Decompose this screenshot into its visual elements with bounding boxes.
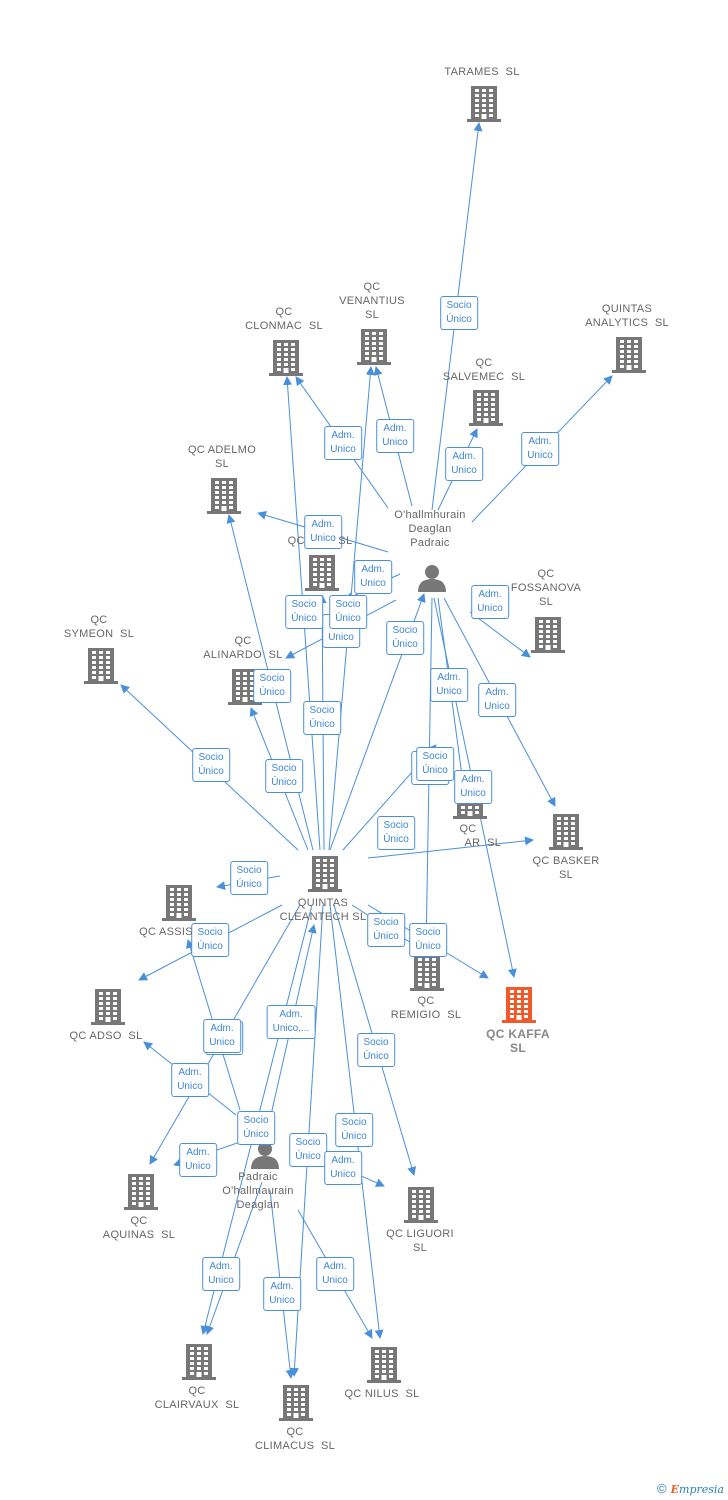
relation-badge: Socio Único — [253, 669, 291, 703]
relation-badge: Adm. Unico — [445, 447, 483, 481]
person-icon-ohallm1[interactable] — [418, 565, 446, 592]
brand-logo-text: mpresia — [679, 1483, 724, 1496]
building-icon-quintas_analytics[interactable] — [612, 337, 646, 373]
building-icon-adelmo[interactable] — [207, 478, 241, 514]
edge-quintas_cleantech-to-basker — [367, 836, 534, 859]
relation-badge: Adm. Unico — [316, 1257, 354, 1291]
relation-badge: Adm. Unico — [454, 770, 492, 804]
relation-badge: Socio Único — [357, 1033, 395, 1067]
node-label-padraic[interactable]: Padraic O'hallmaurain Deaglan — [222, 1171, 294, 1211]
building-icon-quintas_cleantech[interactable] — [308, 856, 342, 892]
building-icon-qc_hidden[interactable] — [305, 555, 339, 591]
building-icon-adso[interactable] — [91, 989, 125, 1025]
node-label-liguori[interactable]: QC LIGUORI SL — [386, 1228, 454, 1254]
node-label-ohallm1[interactable]: O'hallmhurain Deaglan Padraic — [394, 509, 466, 549]
relation-badge: Socio Único — [303, 701, 341, 735]
node-label-qc_hidden[interactable]: QC SL — [287, 535, 353, 547]
relation-badge: Socio Único — [416, 747, 454, 781]
building-icon-clairvaux[interactable] — [182, 1344, 216, 1380]
node-label-quintas_cleantech[interactable]: QUINTAS CLEANTECH SL — [279, 897, 367, 923]
node-label-clonmac[interactable]: QC CLONMAC SL — [245, 306, 323, 332]
relation-badge: Socio Único — [191, 923, 229, 957]
relation-badge: Adm. Unico — [171, 1063, 209, 1097]
empresia-footer: ©Empresia — [657, 1481, 724, 1496]
relation-badge: Socio Único — [409, 923, 447, 957]
building-icon-venantius[interactable] — [357, 329, 391, 365]
relation-badge: Adm. Unico — [430, 668, 468, 702]
relation-badge: Socio Único — [289, 1133, 327, 1167]
node-label-climacus[interactable]: QC CLIMACUS SL — [254, 1426, 336, 1452]
relation-badge: Socio Único — [329, 595, 367, 629]
building-icon-liguori[interactable] — [404, 1187, 438, 1223]
relation-badge: Adm. Unico — [324, 426, 362, 460]
building-icon-climacus[interactable] — [279, 1385, 313, 1421]
node-label-kaffa[interactable]: QC KAFFA SL — [486, 1027, 550, 1055]
building-icon-tarames[interactable] — [467, 86, 501, 122]
node-label-fossanova[interactable]: QC FOSSANOVA SL — [510, 568, 582, 608]
relation-badge: Adm. Unico — [478, 683, 516, 717]
building-icon-aquinas[interactable] — [124, 1174, 158, 1210]
relation-badge: Adm. Unico — [179, 1143, 217, 1177]
building-icon-nilus[interactable] — [367, 1347, 401, 1383]
node-label-symeon[interactable]: QC SYMEON SL — [63, 614, 135, 640]
building-icon-salvemec[interactable] — [469, 390, 503, 426]
relation-badge: Socio Único — [237, 1111, 275, 1145]
node-label-basker[interactable]: QC BASKER SL — [532, 855, 600, 881]
building-icon-basker[interactable] — [549, 814, 583, 850]
relation-badge: Socio Único — [367, 913, 405, 947]
relation-badge: Socio Único — [230, 861, 268, 895]
node-label-adso[interactable]: QC ADSO SL — [69, 1030, 143, 1042]
building-icon-assis[interactable] — [162, 885, 196, 921]
relation-badge: Socio Único — [440, 296, 478, 330]
building-icon-symeon[interactable] — [84, 648, 118, 684]
relation-badge: Adm. Unico — [324, 1151, 362, 1185]
building-icon-fossanova[interactable] — [531, 617, 565, 653]
node-label-venantius[interactable]: QC VENANTIUS SL — [339, 281, 405, 321]
relation-badge: Socio Único — [377, 816, 415, 850]
relation-badge: Socio Único — [285, 595, 323, 629]
relation-badge: Adm. Unico — [304, 515, 342, 549]
relation-badge: Adm. Unico — [263, 1277, 301, 1311]
copyright-icon: © — [657, 1481, 667, 1496]
node-label-alinardo[interactable]: QC ALINARDO SL — [203, 635, 283, 661]
person-icon-padraic[interactable] — [251, 1142, 279, 1169]
relation-badge: Socio Único — [386, 621, 424, 655]
relation-badge: Adm. Unico — [521, 432, 559, 466]
relation-badge: Adm. Unico — [471, 585, 509, 619]
brand-logo-e: E — [670, 1483, 680, 1496]
node-label-assis[interactable]: QC ASSIS — [139, 926, 193, 938]
relation-badge: Adm. Unico,... — [266, 1005, 316, 1039]
node-label-quintas_analytics[interactable]: QUINTAS ANALYTICS SL — [585, 303, 669, 329]
building-icon-kaffa[interactable] — [502, 987, 536, 1023]
relation-badge: Adm. Unico — [202, 1257, 240, 1291]
node-label-nilus[interactable]: QC NILUS SL — [344, 1388, 420, 1400]
relation-badge: Socio Único — [192, 748, 230, 782]
node-label-adelmo[interactable]: QC ADELMO SL — [187, 444, 257, 470]
relation-badge: Socio Único — [335, 1113, 373, 1147]
edge-ohallm1-to-fossanova — [469, 611, 531, 658]
node-label-clairvaux[interactable]: QC CLAIRVAUX SL — [154, 1385, 240, 1411]
node-label-tarames[interactable]: TARAMES SL — [444, 66, 520, 78]
node-label-qc_ar[interactable]: QC AR SL — [459, 823, 502, 849]
relation-badge: Adm. Unico — [354, 560, 392, 594]
relation-badge: Adm. Unico — [203, 1019, 241, 1053]
node-label-aquinas[interactable]: QC AQUINAS SL — [102, 1215, 176, 1241]
node-label-remigio[interactable]: QC REMIGIO SL — [390, 995, 462, 1021]
building-icon-remigio[interactable] — [410, 955, 444, 991]
relation-badge: Adm. Unico — [376, 419, 414, 453]
node-label-salvemec[interactable]: QC SALVEMEC SL — [442, 357, 526, 383]
building-icon-clonmac[interactable] — [269, 340, 303, 376]
relation-badge: Socio Único — [265, 759, 303, 793]
